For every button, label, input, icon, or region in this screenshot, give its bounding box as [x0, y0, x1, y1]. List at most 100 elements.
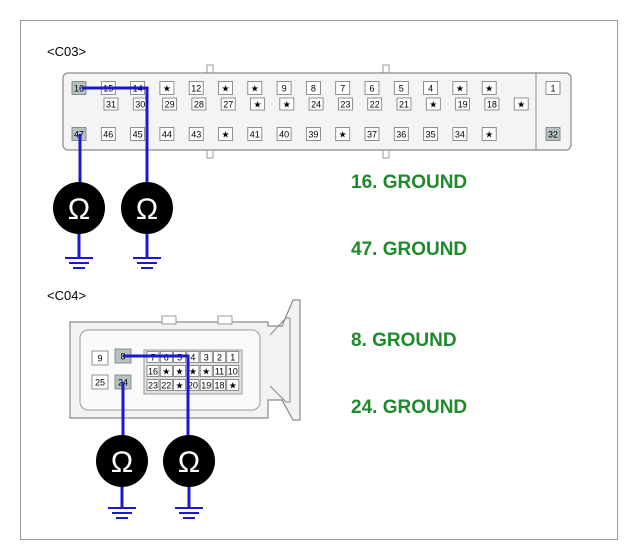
c04-pin-row3-box [173, 379, 187, 391]
c04-pin-row3: ★ [226, 379, 240, 391]
c03-pin-mid: ★ [250, 97, 265, 111]
c03-pin-mid: 24 [308, 97, 324, 111]
c03-pin-mid-label: 30 [135, 100, 145, 110]
c03-pin-bottom: 44 [159, 127, 175, 141]
c03-pin-bottom: 46 [100, 127, 116, 141]
c03-pin-bottom-box [247, 127, 263, 141]
c03-pin-top-label: ★ [221, 84, 229, 94]
ground-label-8: 8. GROUND [351, 330, 457, 351]
c03-pin-top-box [393, 81, 409, 95]
c03-pin-bottom-label: ★ [485, 130, 493, 140]
c03-pin-mid-box [103, 97, 119, 111]
c03-pin-bottom-box [100, 127, 116, 141]
c03-pin-bottom: ★ [481, 127, 497, 141]
c03-pin-top-box [452, 81, 468, 95]
c03-pin-right-top-box [545, 81, 561, 95]
c03-pin-top-box [305, 81, 321, 95]
c04-pin-row3-label: 23 [148, 381, 158, 391]
c04-pin-row2-box [173, 365, 187, 377]
ground-icon [133, 257, 161, 269]
c03-pin-mid-box [162, 97, 178, 111]
c03-pin-bottom: 43 [188, 127, 204, 141]
c03-pin-mid-label: 21 [399, 100, 409, 110]
c03-pin-bottom: 40 [276, 127, 292, 141]
c04-pin-left: 9 [91, 350, 109, 366]
c04-pin-row1-box [213, 351, 226, 363]
c03-pin-mid-label: ★ [517, 100, 525, 110]
c03-pin-mid: 23 [337, 97, 353, 111]
c04-pin-row1-label: 1 [230, 353, 235, 363]
ohm-symbol: Ω [111, 446, 133, 479]
c04-pin-row2-label: 10 [228, 367, 238, 377]
c03-pin-top-label: 6 [369, 84, 374, 94]
c03-pin-right-bottom: 32 [545, 127, 561, 141]
c03-pin-right-bottom-label: 32 [548, 130, 558, 140]
c03-pin-top: 4 [423, 81, 439, 95]
c03-pin-bottom-box [423, 127, 439, 141]
c03-pin-top-label: 8 [311, 84, 316, 94]
c04-pin-row1-label: 3 [204, 353, 209, 363]
c04-pin-row3-label: ★ [229, 381, 237, 391]
c04-pin-row2-label: ★ [202, 367, 210, 377]
c03-pin-mid-label: 28 [194, 100, 204, 110]
c03-pin-bottom: 34 [452, 127, 468, 141]
c03-pin-mid-box [250, 97, 265, 111]
c03-pin-mid: 29 [162, 97, 178, 111]
c04-pin-row3: 23 [146, 379, 160, 391]
c03-pin-bottom-label: 45 [133, 130, 143, 140]
ohmmeter-2: Ω [121, 182, 173, 234]
c04-pin-row3: 22 [159, 379, 173, 391]
c03-pin-top-box [423, 81, 439, 95]
c03-pin-mid-box [308, 97, 324, 111]
c03-pin-top-label: ★ [251, 84, 259, 94]
c04-pin-row2: 10 [226, 365, 240, 377]
c03-pin-bottom-box [305, 127, 321, 141]
c03-pin-mid: 28 [191, 97, 207, 111]
c03-pin-bottom-label: 37 [367, 130, 377, 140]
c04-pin-row3-box [159, 379, 173, 391]
c03-pin-top: ★ [159, 81, 175, 95]
c04-pin-row1: 3 [199, 351, 213, 363]
c04-connector-label: <C04> [47, 288, 87, 303]
c04-pin-row2-label: 11 [215, 367, 224, 377]
ohmmeter-3: Ω [96, 435, 148, 487]
c03-pin-top: ★ [247, 81, 263, 95]
c03-pin-bottom: ★ [335, 127, 351, 141]
c03-pin-bottom-box [335, 127, 351, 141]
c03-pin-bottom: 36 [393, 127, 409, 141]
c03-pin-mid-label: 27 [223, 100, 233, 110]
c04-pin-row3: ★ [173, 379, 187, 391]
ohmmeter-1: Ω [53, 182, 105, 234]
c03-pin-top-box [276, 81, 292, 95]
c03-pin-mid-label: 18 [487, 100, 497, 110]
c03-pin-mid-box [337, 97, 353, 111]
c04-pin-left-box [91, 374, 109, 390]
c03-pin-mid-box [279, 97, 295, 111]
c04-pin-row3-label: 22 [161, 381, 171, 391]
c04-pin-row2: ★ [159, 365, 173, 377]
c04-pin-row2-label: ★ [162, 367, 170, 377]
c04-pin-row1: 2 [213, 351, 226, 363]
c03-pin-mid-box [367, 97, 383, 111]
ground-icon [108, 507, 136, 519]
c03-pin-bottom-label: ★ [221, 130, 229, 140]
c04-pin-row1-label: 2 [217, 353, 222, 363]
c03-pin-top-box [218, 81, 233, 95]
c03-pin-bottom: 37 [364, 127, 380, 141]
ohmmeter-icon [53, 182, 105, 234]
c03-pin-bottom: 39 [305, 127, 321, 141]
c03-pin-mid-label: 24 [311, 100, 321, 110]
c04-pin-left-label: 9 [97, 354, 102, 364]
c03-pin-top: 7 [335, 81, 351, 95]
c03-pin-bottom-label: ★ [339, 130, 347, 140]
c03-pin-top-label: 7 [340, 84, 345, 94]
c04-pin-row3-label: 19 [201, 381, 211, 391]
c04-pin-row2: ★ [199, 365, 213, 377]
c04-pin-row3-box [146, 379, 160, 391]
c04-lock-tab [269, 317, 291, 403]
c03-pin-bottom-box [481, 127, 497, 141]
